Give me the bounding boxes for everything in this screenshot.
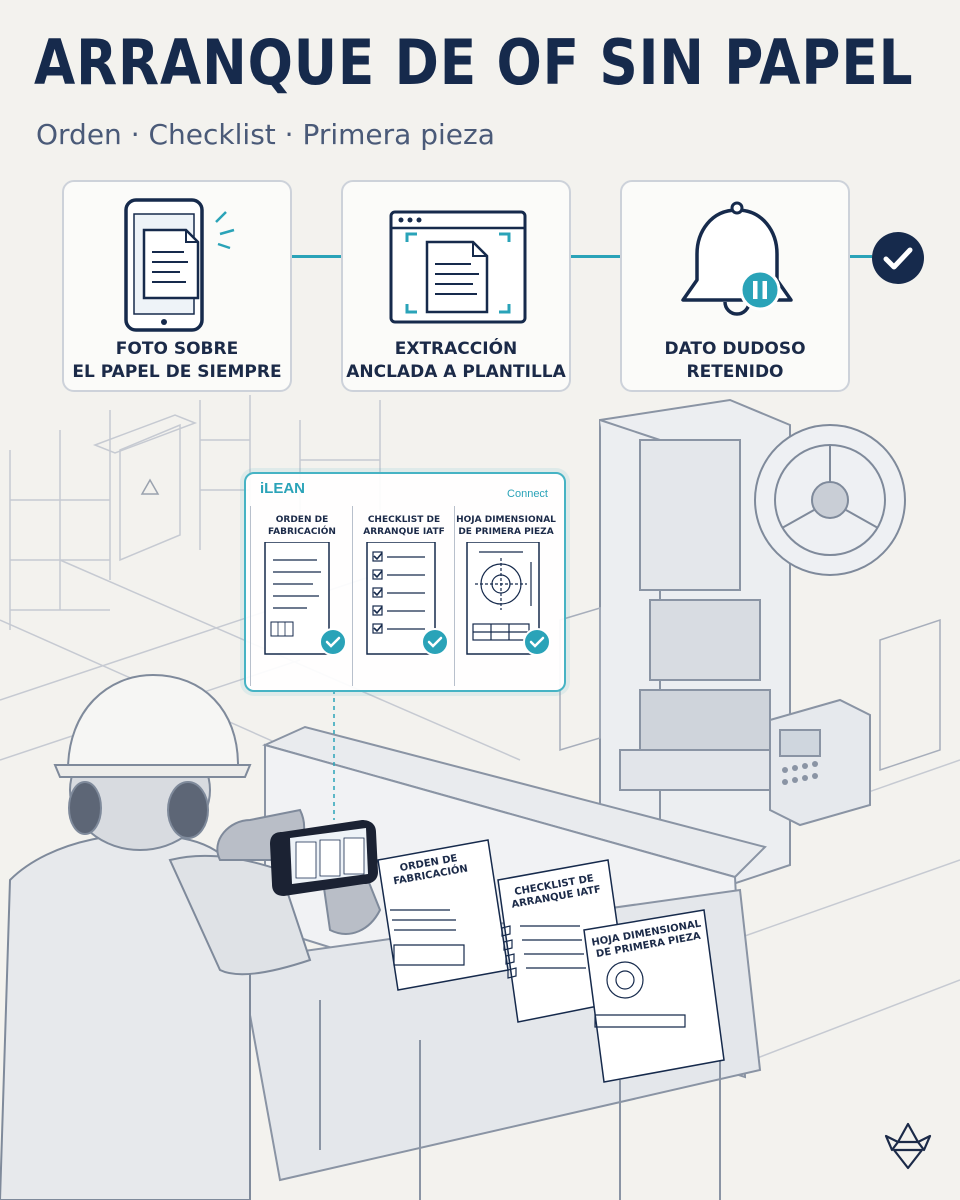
tablet-document-icon [124,198,235,332]
order-document-icon [264,542,347,656]
flow-connector-2 [570,255,622,258]
connect-label: Connect [507,488,548,500]
step-label: FOTO SOBRE EL PAPEL DE SIEMPRE [72,339,282,382]
step-card-photo: FOTO SOBRE EL PAPEL DE SIEMPRE [62,180,292,392]
flow-connector-1 [292,255,344,258]
check-circle-icon [872,232,924,284]
dimensional-drawing-icon [466,542,551,656]
step-card-extraction: EXTRACCIÓN ANCLADA A PLANTILLA [341,180,571,392]
step-label: DATO DUDOSO RETENIDO [664,339,806,382]
browser-document-scan-icon [389,210,527,324]
page-title: ARRANQUE DE OF SIN PAPEL [34,26,914,99]
brand-logo: iLEAN [260,480,305,497]
step-card-held-data: DATO DUDOSO RETENIDO [620,180,850,392]
factory-scene-illustration [0,395,960,1200]
bell-pause-icon [681,201,793,316]
checklist-document-icon [366,542,449,656]
page-subtitle: Orden · Checklist · Primera pieza [36,118,495,151]
step-label: EXTRACCIÓN ANCLADA A PLANTILLA [346,339,566,382]
